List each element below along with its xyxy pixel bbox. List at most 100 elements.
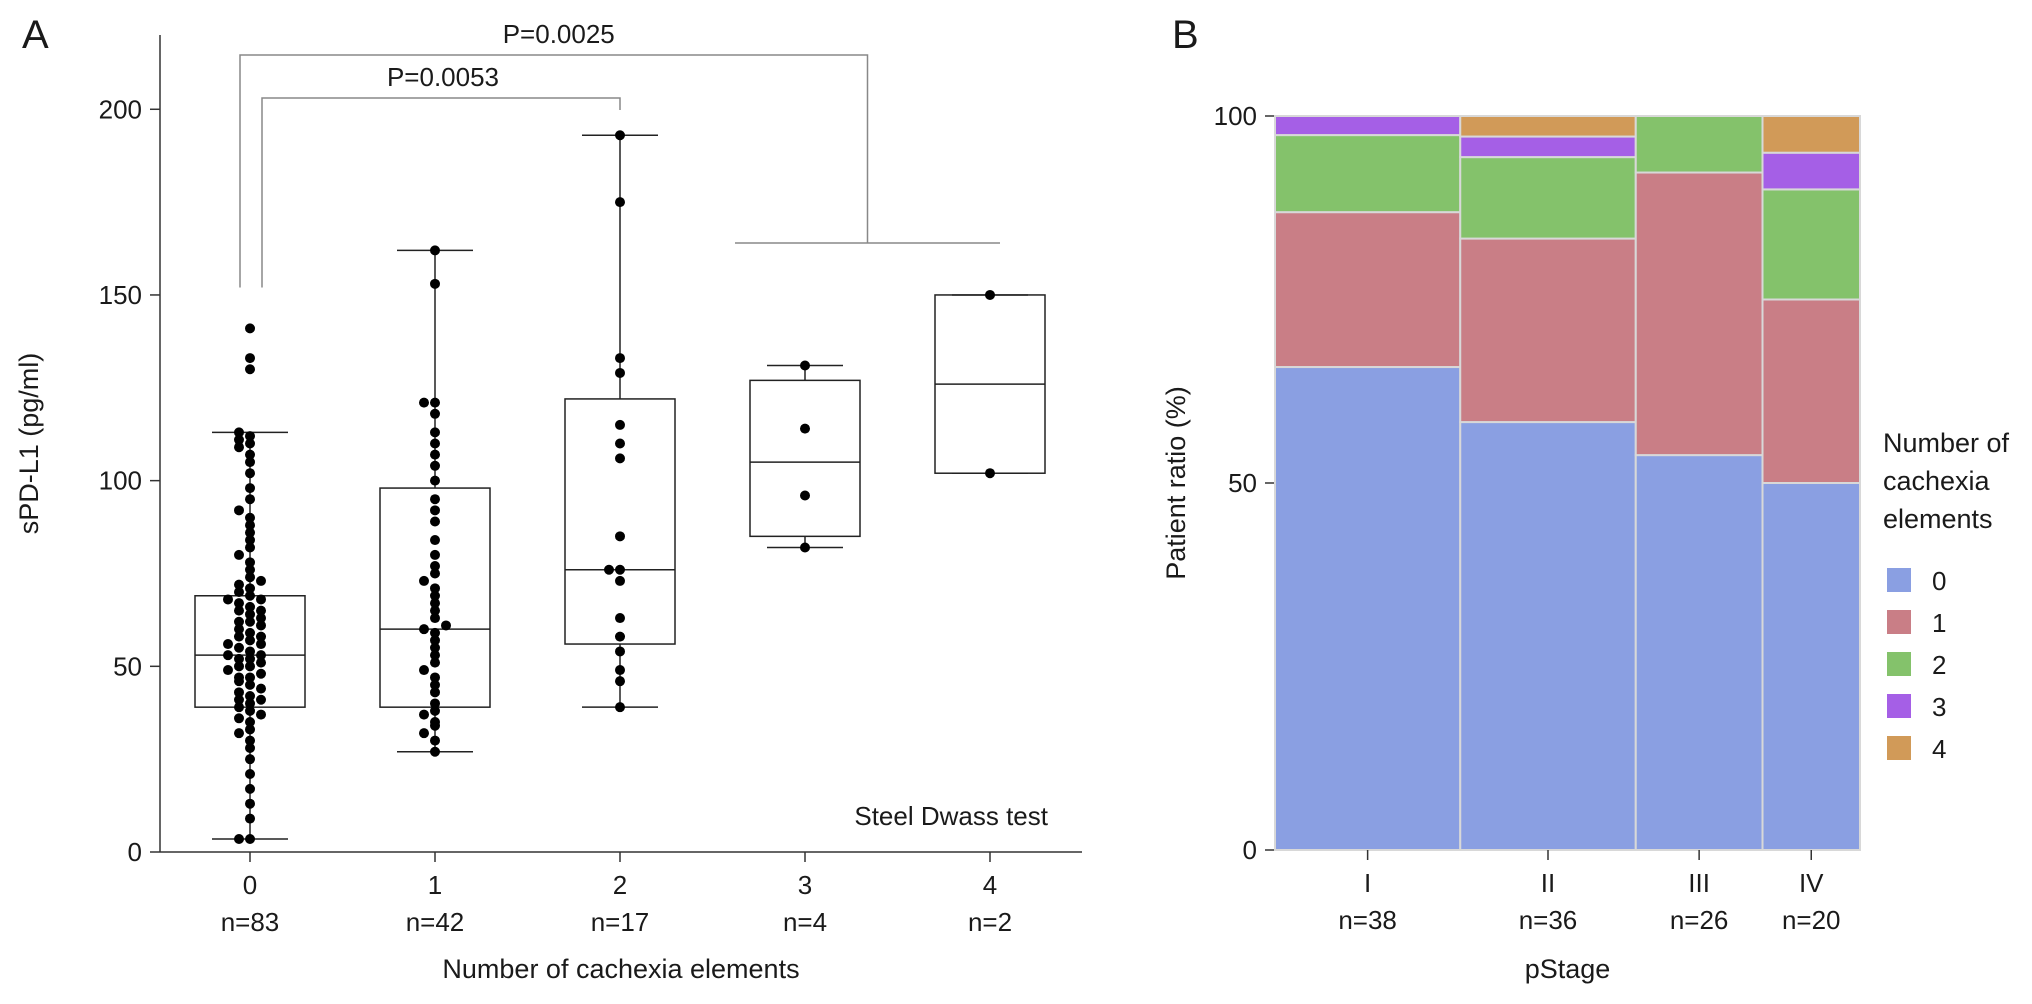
- data-point: [615, 564, 625, 575]
- data-point: [430, 245, 440, 256]
- data-point: [430, 397, 440, 408]
- mosaic-segment-2: [1634, 115, 1764, 174]
- mosaic-segment-0: [1634, 454, 1764, 851]
- x-tick-label: 4: [983, 870, 997, 900]
- mosaic-segment-1: [1274, 211, 1462, 369]
- data-point: [430, 568, 440, 579]
- mosaic-segment-0: [1459, 421, 1637, 851]
- data-point: [430, 494, 440, 505]
- data-point: [615, 453, 625, 464]
- data-point: [245, 813, 255, 824]
- data-point: [615, 130, 625, 141]
- data-point: [615, 438, 625, 449]
- data-point: [441, 620, 451, 631]
- y-axis-title: Patient ratio (%): [1161, 386, 1191, 580]
- data-point: [234, 427, 244, 438]
- data-point: [234, 605, 244, 616]
- mosaic-segment-1: [1634, 171, 1764, 457]
- mosaic-segment-1: [1761, 298, 1861, 484]
- data-point: [245, 743, 255, 754]
- box-iqr: [749, 379, 861, 538]
- data-point: [245, 679, 255, 690]
- legend-label: 1: [1932, 608, 1946, 638]
- p-value-label: P=0.0025: [503, 19, 615, 49]
- data-point: [234, 653, 244, 664]
- data-point: [245, 698, 255, 709]
- data-point: [245, 590, 255, 601]
- data-point: [430, 735, 440, 746]
- data-point: [985, 289, 995, 300]
- data-point: [223, 650, 233, 661]
- data-point: [256, 631, 266, 642]
- data-point: [615, 197, 625, 208]
- mosaic-segment-0: [1274, 366, 1462, 851]
- y-tick-label: 50: [113, 651, 142, 681]
- data-point: [800, 542, 810, 553]
- mosaic-segment-2: [1274, 134, 1462, 214]
- x-tick-n-label: n=83: [221, 907, 280, 937]
- data-point: [234, 549, 244, 560]
- x-tick-n-label: n=42: [406, 907, 465, 937]
- data-point: [615, 367, 625, 378]
- data-point: [615, 646, 625, 657]
- data-point: [430, 746, 440, 757]
- data-point: [234, 434, 244, 445]
- data-point: [245, 754, 255, 765]
- x-tick-label: III: [1688, 868, 1710, 898]
- data-point: [430, 717, 440, 728]
- data-point: [234, 694, 244, 705]
- data-point: [234, 505, 244, 516]
- data-point: [245, 646, 255, 657]
- test-name-annotation: Steel Dwass test: [854, 801, 1048, 831]
- x-tick-n-label: n=36: [1519, 905, 1578, 935]
- data-point: [615, 613, 625, 624]
- x-tick-n-label: n=17: [591, 907, 650, 937]
- data-point: [430, 516, 440, 527]
- data-point: [245, 535, 255, 546]
- data-point: [245, 627, 255, 638]
- data-point: [234, 616, 244, 627]
- data-point: [245, 601, 255, 612]
- data-point: [245, 705, 255, 716]
- data-point: [245, 438, 255, 449]
- y-axis-title: sPD-L1 (pg/ml): [14, 353, 44, 535]
- data-point: [430, 635, 440, 646]
- data-point: [245, 717, 255, 728]
- x-tick-label: 0: [243, 870, 257, 900]
- data-point: [430, 705, 440, 716]
- data-point: [430, 408, 440, 419]
- p-value-label: P=0.0053: [387, 62, 499, 92]
- x-tick-label: 3: [798, 870, 812, 900]
- data-point: [430, 605, 440, 616]
- data-point: [245, 798, 255, 809]
- data-point: [419, 575, 429, 586]
- data-point: [256, 613, 266, 624]
- x-axis-title: Number of cachexia elements: [442, 954, 799, 984]
- box-iqr: [564, 398, 676, 645]
- data-point: [245, 557, 255, 568]
- y-tick-label: 0: [128, 837, 142, 867]
- data-point: [234, 834, 244, 845]
- data-point: [245, 672, 255, 683]
- x-tick-label: I: [1364, 868, 1371, 898]
- data-point: [234, 587, 244, 598]
- y-tick-label: 200: [99, 94, 142, 124]
- data-point: [223, 594, 233, 605]
- mosaic-segment-3: [1459, 135, 1637, 159]
- legend-swatch-0: [1887, 568, 1911, 592]
- data-point: [419, 397, 429, 408]
- x-tick-n-label: n=20: [1782, 905, 1841, 935]
- data-point: [245, 323, 255, 334]
- x-tick-n-label: n=38: [1338, 905, 1397, 935]
- data-point: [234, 728, 244, 739]
- data-point: [245, 724, 255, 735]
- y-tick-label: 50: [1228, 468, 1257, 498]
- data-point: [430, 642, 440, 653]
- data-point: [245, 616, 255, 627]
- data-point: [256, 575, 266, 586]
- data-point: [234, 702, 244, 713]
- data-point: [245, 583, 255, 594]
- x-tick-label: IV: [1799, 868, 1824, 898]
